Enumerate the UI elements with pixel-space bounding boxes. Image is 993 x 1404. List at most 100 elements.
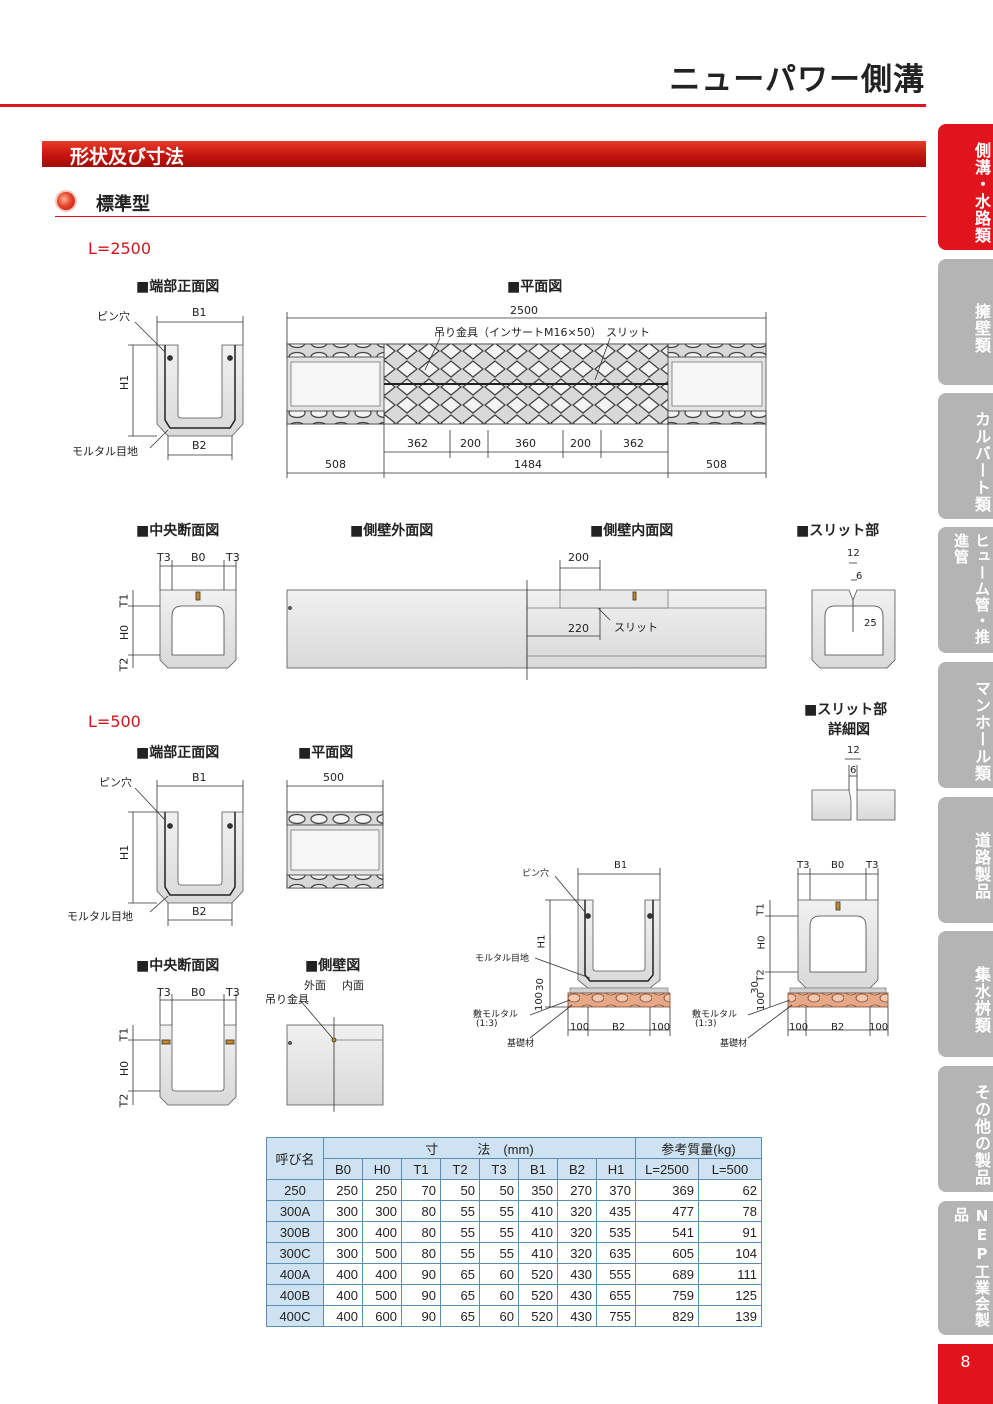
table-cell: 55: [479, 1200, 519, 1222]
page-title: ニューパワー側溝: [669, 62, 925, 98]
side-tab-nep-products[interactable]: NEP工業会製品: [938, 1201, 993, 1335]
dim-upper-4: 200: [570, 437, 591, 450]
dim-slit-25: 25: [864, 618, 877, 629]
table-cell: 78: [698, 1200, 762, 1222]
label-b1-500: B1: [192, 771, 207, 784]
table-col-header: T2: [440, 1158, 480, 1180]
length-label-500: L=500: [88, 712, 141, 731]
table-cell: 55: [440, 1200, 480, 1222]
table-row-name: 300B: [266, 1221, 324, 1243]
table-cell: 350: [518, 1179, 558, 1201]
label-b2: B2: [192, 439, 207, 452]
side-tab-gutters[interactable]: 側溝・水路類: [938, 124, 993, 250]
side-tab-retaining-walls[interactable]: 擁壁類: [938, 259, 993, 385]
label-hook: 吊り金具: [265, 993, 309, 1006]
inst1-pin-hole: ピン穴: [522, 869, 550, 879]
side-outer-2500: [286, 589, 528, 669]
side-tab-road-products[interactable]: 道路製品: [938, 797, 993, 923]
label-t3-b-500: T3: [226, 986, 240, 999]
dim-upper-3: 360: [515, 437, 536, 450]
label-plan-length-500: 500: [323, 771, 344, 784]
inst2-t2: T2: [755, 969, 767, 982]
table-cell: 635: [596, 1242, 636, 1264]
dim-200: 200: [568, 551, 589, 564]
table-col-header: H1: [596, 1158, 636, 1180]
fig-title-slit-detail: ■スリット部: [804, 702, 888, 718]
label-outer-face: 外面: [304, 979, 326, 992]
table-col-header: L=500: [698, 1158, 762, 1180]
table-row-name: 300A: [266, 1200, 324, 1222]
label-t2-500: T2: [117, 1093, 131, 1108]
label-t3-a-500: T3: [157, 986, 171, 999]
label-t3-b: T3: [226, 551, 240, 564]
table-cell: 600: [362, 1305, 402, 1327]
table-cell: 535: [596, 1221, 636, 1243]
table-cell: 91: [698, 1221, 762, 1243]
label-pin-hole-500: ピン穴: [99, 776, 132, 789]
inst2-d100b: 100: [869, 1022, 889, 1033]
label-mortar-joint-500: モルタル目地: [67, 910, 133, 923]
table-cell: 250: [362, 1179, 402, 1201]
side-tab-hume-pipes[interactable]: ヒューム管・推進管: [938, 527, 993, 653]
side-tab-other-products[interactable]: その他の製品: [938, 1066, 993, 1192]
table-cell: 555: [596, 1263, 636, 1285]
label-h1-500: H1: [118, 844, 132, 861]
table-cell: 55: [479, 1242, 519, 1264]
installation-drawings: [529, 868, 889, 1039]
table-cell: 430: [557, 1263, 597, 1285]
fig-title-side-500: ■側壁図: [305, 958, 361, 974]
side-tab-catch-basins[interactable]: 集水桝類: [938, 931, 993, 1057]
table-cell: 50: [479, 1179, 519, 1201]
table-col-header: T3: [479, 1158, 519, 1180]
inst1-mortar-joint: モルタル目地: [475, 954, 530, 964]
label-b0-500: B0: [191, 986, 206, 999]
fig-title-side-outer: ■側壁外面図: [350, 523, 434, 539]
fig-title-center-section: ■中央断面図: [136, 523, 220, 539]
table-row-name: 400A: [266, 1263, 324, 1285]
fig-title-slit-detail-2: 詳細図: [828, 722, 870, 738]
inst1-base: 基礎材: [507, 1039, 535, 1049]
table-cell: 55: [440, 1242, 480, 1264]
table-cell: 60: [479, 1305, 519, 1327]
inst2-t3b: T3: [866, 860, 879, 871]
table-header-weight: 参考質量(kg): [635, 1137, 762, 1159]
bullet-circle-icon: [55, 190, 77, 212]
table-cell: 541: [635, 1221, 699, 1243]
dim-slit-detail-6: 6: [850, 765, 857, 776]
label-h0-500: H0: [118, 1060, 132, 1077]
label-b2-500: B2: [192, 905, 207, 918]
side-tab-culverts[interactable]: カルバート類: [938, 393, 993, 519]
table-cell: 369: [635, 1179, 699, 1201]
table-cell: 65: [440, 1263, 480, 1285]
table-cell: 111: [698, 1263, 762, 1285]
inst1-d100v: 100: [534, 991, 546, 1012]
table-cell: 410: [518, 1221, 558, 1243]
table-col-header: B2: [557, 1158, 597, 1180]
table-cell: 300: [362, 1200, 402, 1222]
dim-slit-detail-12: 12: [847, 745, 860, 756]
inst2-b2: B2: [831, 1022, 845, 1033]
dim-lower-3: 508: [706, 458, 727, 471]
table-row-name: 300C: [266, 1242, 324, 1264]
center-section-500: [159, 1024, 237, 1106]
dim-slit-6: 6: [856, 571, 863, 582]
table-cell: 430: [557, 1284, 597, 1306]
table-cell: 400: [323, 1284, 363, 1306]
table-cell: 90: [401, 1305, 441, 1327]
table-cell: 320: [557, 1200, 597, 1222]
inst1-ratio: (1:3): [476, 1019, 498, 1029]
side-tab-manholes[interactable]: マンホール類: [938, 662, 993, 788]
table-cell: 400: [362, 1263, 402, 1285]
table-cell: 270: [557, 1179, 597, 1201]
table-cell: 435: [596, 1200, 636, 1222]
subsection-rule: [55, 216, 926, 217]
table-cell: 50: [440, 1179, 480, 1201]
drawing-group: [128, 312, 896, 1112]
inst2-base: 基礎材: [720, 1039, 748, 1049]
